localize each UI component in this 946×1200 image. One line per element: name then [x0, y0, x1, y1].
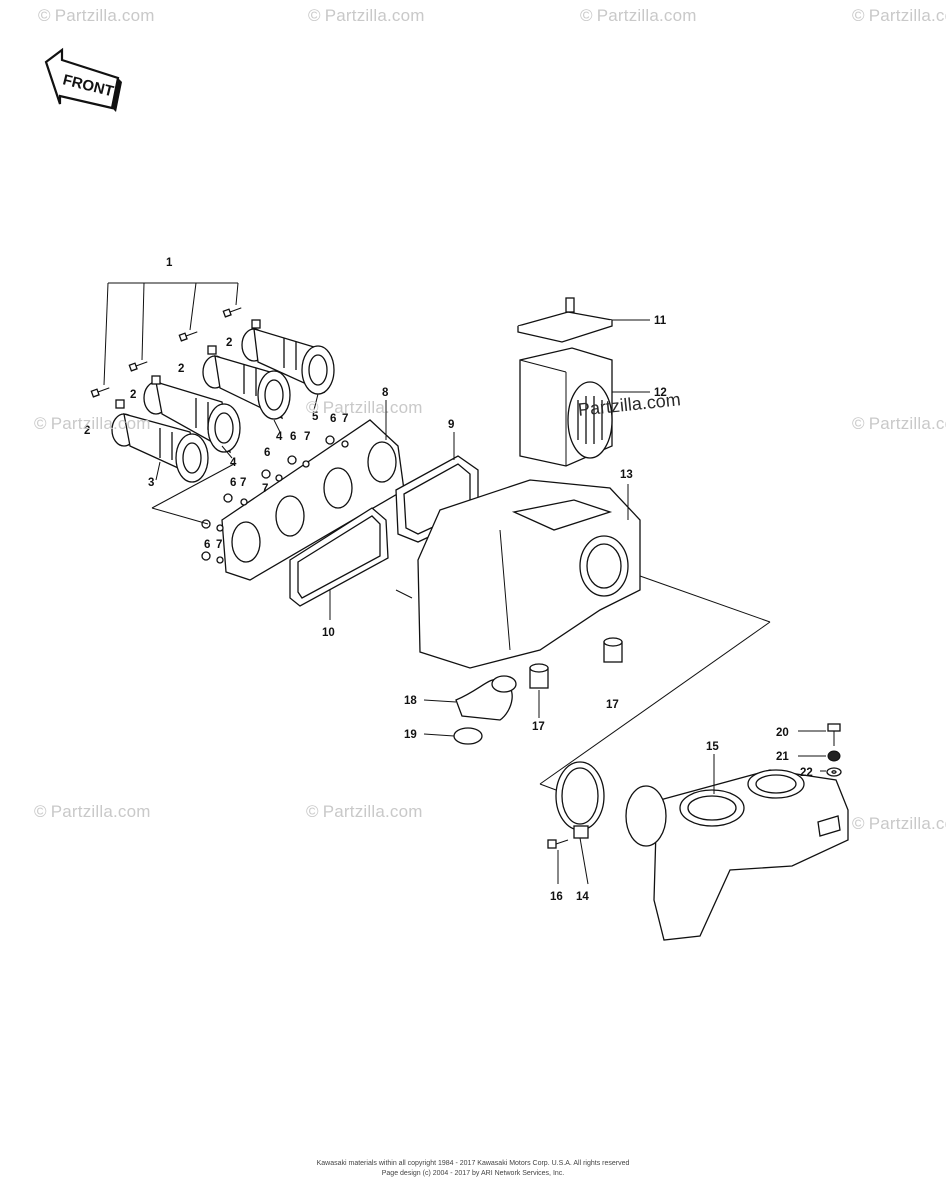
callout-16: 16 [550, 891, 563, 903]
duct-4b [202, 355, 291, 420]
leader-lines [155, 319, 826, 885]
callout-7: 7 [216, 539, 222, 551]
nut-21 [827, 750, 841, 762]
callout-4: 4 [276, 431, 283, 443]
bolt-16 [547, 839, 569, 849]
element-12 [519, 347, 613, 467]
clamp-14 [555, 761, 605, 839]
callout-6: 6 [204, 539, 210, 551]
callout-2: 2 [84, 425, 90, 437]
callout-6: 6 [230, 477, 236, 489]
callout-15: 15 [706, 741, 719, 753]
watermark: ©Partzilla.com [852, 6, 946, 25]
callout-6: 6 [290, 431, 296, 443]
callout-14: 14 [576, 891, 589, 903]
callout-21: 21 [776, 751, 789, 763]
watermark: ©Partzilla.com [34, 414, 151, 433]
callout-20: 20 [776, 727, 789, 739]
duct-4a [143, 381, 241, 454]
footer-copyright: Kawasaki materials within all copyright … [316, 1160, 630, 1167]
callout-2: 2 [130, 389, 136, 401]
bolt-20 [827, 723, 841, 746]
callout-18: 18 [404, 695, 417, 707]
footer-page-design: Page design (c) 2004 - 2017 by ARI Netwo… [381, 1170, 565, 1177]
callout-8: 8 [382, 387, 389, 399]
watermark: ©Partzilla.com [580, 6, 697, 25]
watermark: ©Partzilla.com [308, 6, 425, 25]
bolts-6-washers-7 [201, 435, 349, 564]
callout-7: 7 [262, 483, 268, 495]
callout-19: 19 [404, 729, 417, 741]
watermark: ©Partzilla.com [852, 414, 946, 433]
callout-12: 12 [654, 387, 667, 399]
watermark: ©Partzilla.com [306, 398, 423, 417]
callout-22: 22 [800, 767, 813, 779]
callout-7: 7 [342, 413, 348, 425]
drain-plug-17 [529, 637, 623, 689]
callout-7: 7 [240, 477, 246, 489]
bolt-set-bracket [103, 282, 239, 386]
callout-6: 6 [330, 413, 336, 425]
air-cleaner-case-13 [417, 479, 641, 669]
intake-duct-15 [625, 769, 849, 941]
callout-9: 9 [448, 419, 454, 431]
watermark: ©Partzilla.com [34, 802, 151, 821]
callout-2: 2 [178, 363, 184, 375]
callout-7: 7 [304, 431, 310, 443]
callout-13: 13 [620, 469, 633, 481]
air-cleaner-ducts [111, 319, 335, 483]
clamp-19 [453, 727, 483, 745]
callout-2: 2 [226, 337, 232, 349]
drain-hose-18 [455, 675, 517, 721]
callout-10: 10 [322, 627, 335, 639]
duct-3 [111, 413, 209, 483]
callout-17: 17 [532, 721, 545, 733]
callout-5: 5 [312, 411, 319, 423]
callout-3: 3 [148, 477, 154, 489]
callout-labels: 1 2 2 2 2 3 4 4 5 6 7 6 7 6 7 6 7 6 7 8 … [84, 257, 813, 903]
gasket-10 [289, 507, 389, 607]
callout-4: 4 [230, 457, 237, 469]
assembly-lines [151, 463, 771, 791]
watermark: ©Partzilla.com [38, 6, 155, 25]
front-arrow: FRONT [44, 47, 122, 112]
screws-set-1 [90, 307, 242, 398]
callout-17: 17 [606, 699, 619, 711]
watermark: ©Partzilla.com [852, 814, 946, 833]
callout-6: 6 [264, 447, 270, 459]
callout-11: 11 [654, 315, 667, 327]
washer-22 [826, 767, 842, 777]
watermark: ©Partzilla.com [306, 802, 423, 821]
cap-11 [517, 297, 613, 343]
duct-5 [241, 328, 335, 395]
callout-1: 1 [166, 257, 173, 269]
